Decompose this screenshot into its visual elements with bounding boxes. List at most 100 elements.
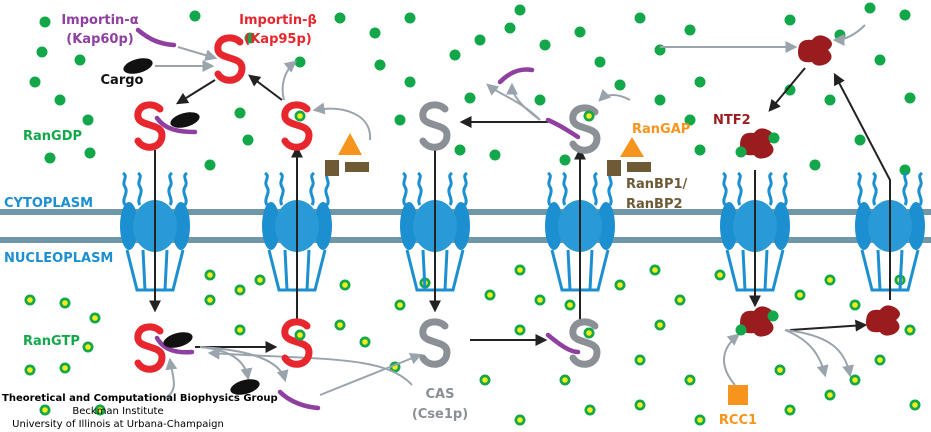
ran-gdp-dot [559, 154, 571, 166]
ran-gtp-core [362, 339, 368, 345]
ran-gdp-dot [74, 54, 86, 66]
ran-gtp-core [297, 113, 303, 119]
cargo-free [123, 58, 153, 74]
ran-gtp-core [827, 392, 833, 398]
pore-filament [417, 171, 423, 206]
ran-gtp-core [85, 344, 91, 350]
ran-gtp-label: RanGTP [23, 334, 80, 349]
ran-gtp-core [482, 377, 488, 383]
nucleoplasm-label: NUCLEOPLASM [4, 251, 113, 266]
importin-alpha [154, 335, 195, 355]
ran-gdp-dot [809, 159, 821, 171]
credit-university: University of Illinois at Urbana-Champai… [12, 419, 224, 430]
ran-gdp-dot [654, 94, 666, 106]
ran-gdp-dot [684, 24, 696, 36]
ntf2-bind-arrow [768, 67, 806, 112]
importin-alpha-free [135, 27, 177, 48]
ran-gtp-core [587, 407, 593, 413]
ran-gdp-dot [864, 2, 876, 14]
pore-filament [402, 171, 408, 206]
credit-institute: Beckman Institute [72, 406, 163, 417]
ran-gtp-core [586, 113, 592, 119]
ran-gtp-core [797, 292, 803, 298]
pore-filament [607, 171, 613, 206]
ran-gtp-core [617, 282, 623, 288]
ranbp-block [345, 162, 369, 172]
ran-gtp-core [877, 357, 883, 363]
pore-ring-left [720, 202, 738, 250]
ntf2-dimer [866, 305, 900, 336]
ran-gdp-dot [29, 76, 41, 88]
ran-gdp-dot [634, 12, 646, 24]
ran-gdp-dot [504, 22, 516, 34]
pore-filament [782, 171, 788, 206]
ntf2-recycle-arrow [789, 319, 868, 332]
ran-gtp-core [62, 300, 68, 306]
ran-gtp-core [697, 417, 703, 423]
pore-ring-left [545, 202, 563, 250]
ntf2-dimer [740, 128, 774, 159]
ranbp-block [325, 160, 339, 176]
importin-alpha [545, 332, 581, 355]
nuclear-pore-complex [855, 171, 925, 292]
ran-gdp-bound [768, 132, 780, 144]
ran-gtp-core [687, 377, 693, 383]
ran-gdp-bound [767, 310, 779, 322]
ran-release-nuc-arrow [784, 329, 829, 378]
ran-gdp-dot [404, 76, 416, 88]
pore-filament [122, 171, 128, 206]
ran-gtp-core [586, 330, 592, 336]
ran-gtp-core [237, 287, 243, 293]
rangap-arrow [312, 102, 372, 141]
cas-label: CAS [426, 387, 455, 402]
ran-gtp-core [567, 302, 573, 308]
ran-release-nuc-arrow-2 [784, 329, 854, 378]
pore-filament [324, 171, 330, 206]
importin-alpha-released [497, 67, 535, 85]
pore-ring-left [262, 202, 280, 250]
importin-beta-label: Importin-β [239, 13, 317, 28]
ran-gdp-dot [334, 12, 346, 24]
ran-gtp-core [852, 377, 858, 383]
ran-gdp-dot [234, 107, 246, 119]
rcc1-label: RCC1 [719, 413, 757, 428]
ran-gdp-dot [694, 76, 706, 88]
importin-alpha-sublabel: (Kap60p) [66, 32, 133, 47]
ran-gtp-core [237, 327, 243, 333]
cargo [170, 112, 200, 128]
ntf2-dimer [798, 35, 832, 66]
alpha-to-cas-arrow [319, 352, 423, 396]
ran-gdp-dot [242, 134, 254, 146]
ran-gtp-core [517, 327, 523, 333]
ran-gdp-dot [904, 92, 916, 104]
importin-alpha [154, 115, 198, 135]
pore-filament [447, 171, 453, 206]
ran-gtp-core [487, 292, 493, 298]
rcc1-arrow [722, 333, 740, 386]
ran-gdp-dot [454, 144, 466, 156]
ran-gdp-dot [204, 159, 216, 171]
pore-filament [902, 171, 908, 206]
importin-alpha-label: Importin-α [61, 13, 138, 28]
ran-gdp-dot [474, 34, 486, 46]
ran-gtp-core [207, 297, 213, 303]
importin-beta-ran [281, 101, 313, 151]
ran-gdp-dot [899, 164, 911, 176]
cas-complex [569, 104, 601, 154]
ran-gtp-core [777, 367, 783, 373]
importin-beta-sublabel: (Kap95p) [244, 32, 311, 47]
ran-gtp-core [27, 297, 33, 303]
pore-filament [917, 171, 923, 206]
pore-ring-left [400, 202, 418, 250]
rangtp-bind-arrow [164, 357, 178, 399]
ran-gdp-dot [374, 59, 386, 71]
ran-release-arrow [281, 60, 297, 101]
pore-filament [167, 171, 173, 206]
ran-gdp-bound [735, 324, 747, 336]
credit-group: Theoretical and Computational Biophysics… [2, 393, 278, 404]
ran-gdp-dot [594, 56, 606, 68]
ran-gdp-dot [784, 84, 796, 96]
pore-filament [737, 171, 743, 206]
ran-gtp-core [42, 407, 48, 413]
ran-gtp-core [27, 367, 33, 373]
